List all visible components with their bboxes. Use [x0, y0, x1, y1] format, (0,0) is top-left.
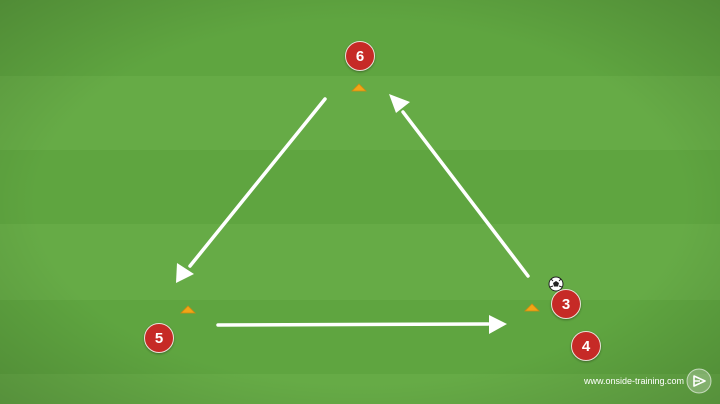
- cone-left: [180, 305, 196, 314]
- arrowhead-icon: [389, 94, 410, 113]
- pass-arrow-right-to-top: [389, 94, 530, 278]
- arrowhead-icon: [176, 263, 194, 283]
- pass-arrow-left-to-right: [216, 315, 507, 334]
- player-number: 3: [561, 295, 571, 313]
- player-5-marker: 5: [144, 323, 174, 353]
- player-4-marker: 4: [571, 331, 601, 361]
- cone-top: [351, 83, 367, 92]
- arrowhead-icon: [489, 315, 507, 334]
- player-3-marker: 3: [551, 289, 581, 319]
- pass-arrow-top-to-left: [176, 97, 327, 283]
- onside-logo-icon: [686, 368, 712, 394]
- cone-right: [524, 303, 540, 312]
- soccer-ball-icon: [548, 276, 564, 292]
- player-number: 5: [154, 329, 164, 347]
- player-number: 4: [581, 337, 591, 355]
- player-number: 6: [355, 47, 365, 65]
- watermark-url: www.onside-training.com: [583, 376, 684, 386]
- player-6-marker: 6: [345, 41, 375, 71]
